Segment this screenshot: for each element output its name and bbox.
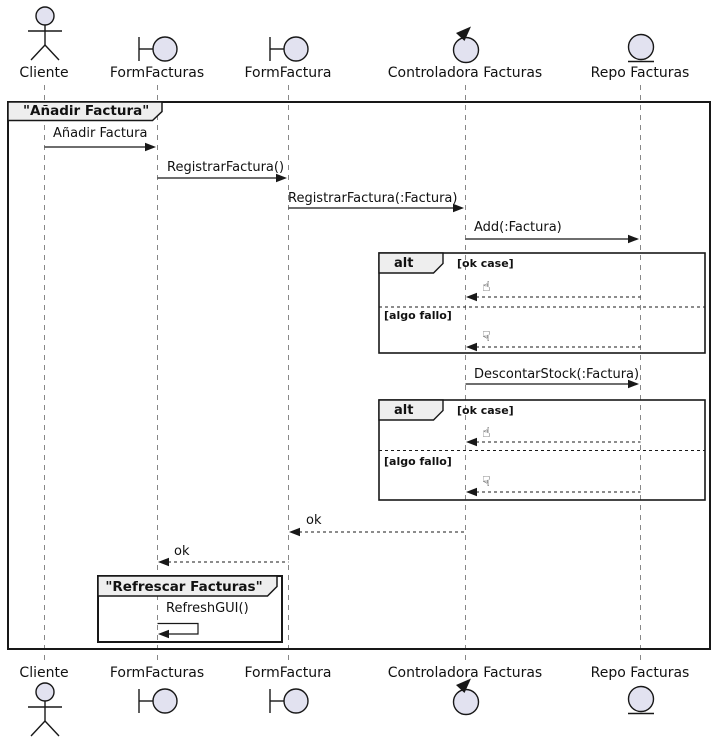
boundary-icon <box>138 688 178 714</box>
participant-label-formfacturas: FormFacturas <box>109 65 205 81</box>
message-label-registrar-factura: RegistrarFactura() <box>167 160 285 175</box>
message-label-descontar-stock: DescontarStock(:Factura) <box>474 367 640 382</box>
alt-operator-label: alt <box>394 256 414 271</box>
alt-operator-label: alt <box>394 403 414 418</box>
self-message-refreshgui <box>157 622 199 639</box>
participant-label-cliente: Cliente <box>19 665 69 681</box>
frame-title: "Añadir Factura" <box>23 103 150 119</box>
lifelines <box>44 85 641 664</box>
message-label-anadir-factura: Añadir Factura <box>53 126 148 141</box>
alt-fragment-2 <box>378 399 706 501</box>
sync-arrowheads <box>145 142 639 389</box>
frame-refrescar-facturas <box>97 575 283 643</box>
message-label-add-factura: Add(:Factura) <box>474 220 562 235</box>
guard-label-ok: [ok case] <box>457 257 514 270</box>
frame-title-tab <box>97 575 278 597</box>
boundary-icon <box>138 36 178 62</box>
alt-operator-tab <box>378 252 444 274</box>
guard-label-fail: [algo fallo] <box>384 309 452 322</box>
message-label-registrar-factura-param: RegistrarFactura(:Factura) <box>288 191 458 206</box>
participant-label-controladora: Controladora Facturas <box>387 665 543 681</box>
thumbs-up-icon: ☝ <box>482 425 491 441</box>
entity-icon <box>627 33 655 63</box>
actor-icon <box>28 6 62 61</box>
sync-arrows <box>44 146 629 385</box>
participant-label-repo: Repo Facturas <box>590 665 690 681</box>
control-icon <box>452 26 480 64</box>
boundary-icon <box>269 36 309 62</box>
participant-label-controladora: Controladora Facturas <box>387 65 543 81</box>
alt-fragment-1 <box>378 252 706 354</box>
entity-icon <box>627 685 655 715</box>
control-icon <box>452 678 480 716</box>
guard-label-fail: [algo fallo] <box>384 455 452 468</box>
frame-anadir-factura <box>7 101 711 650</box>
message-label-refresh-gui: RefreshGUI() <box>166 601 249 616</box>
participant-label-repo: Repo Facturas <box>590 65 690 81</box>
inner-frame-title: "Refrescar Facturas" <box>105 579 263 595</box>
participant-label-formfactura: FormFactura <box>244 665 332 681</box>
return-arrows <box>168 296 641 563</box>
alt-operator-tab <box>378 399 444 421</box>
participant-label-cliente: Cliente <box>19 65 69 81</box>
participant-label-formfactura: FormFactura <box>244 65 332 81</box>
actor-icon <box>28 682 62 737</box>
thumbs-up-icon: ☝ <box>482 279 491 295</box>
thumbs-down-icon: ☟ <box>482 329 491 345</box>
message-label-ok-1: ok <box>306 513 322 528</box>
participant-label-formfacturas: FormFacturas <box>109 665 205 681</box>
boundary-icon <box>269 688 309 714</box>
message-label-ok-2: ok <box>174 544 190 559</box>
thumbs-down-icon: ☟ <box>482 474 491 490</box>
frame-title-tab <box>7 101 163 122</box>
guard-label-ok: [ok case] <box>457 404 514 417</box>
return-arrowheads <box>158 292 477 567</box>
